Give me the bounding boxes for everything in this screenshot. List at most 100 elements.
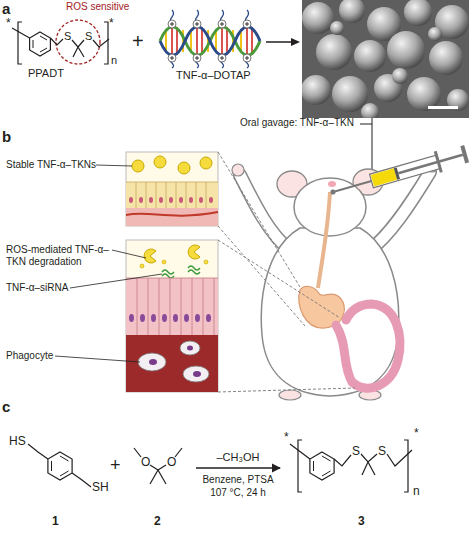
panel-letter: c	[2, 398, 10, 416]
colon	[336, 304, 400, 388]
atom-label: S	[352, 444, 360, 458]
callout-text: Stable TNF-α–TKNs	[6, 159, 96, 171]
colon-inset	[126, 240, 218, 392]
mouse-foot	[279, 390, 301, 400]
nanoparticle	[200, 157, 212, 169]
esophagus	[318, 192, 330, 288]
benzene-ring	[48, 452, 72, 480]
mouse-paw	[232, 164, 244, 176]
compound-number: 2	[154, 514, 161, 528]
dna-strand	[160, 27, 260, 56]
mouse-body	[261, 228, 398, 396]
compound-number: 3	[358, 514, 365, 528]
nanoparticle	[132, 160, 144, 172]
plunger-end	[460, 145, 469, 163]
plus-sign: +	[110, 455, 121, 477]
degraded-particle	[144, 245, 200, 263]
sirna	[162, 266, 200, 278]
annotation-text: ROS sensitive	[66, 1, 129, 13]
nanoparticle	[302, 2, 334, 34]
bond-lines	[134, 448, 182, 484]
nanoparticle	[407, 77, 441, 111]
atom-label: n	[111, 54, 117, 67]
plus-charge	[170, 22, 249, 60]
atom-label: *	[6, 16, 11, 30]
reaction-condition: 107 °C, 24 h	[188, 487, 288, 499]
sem-background	[302, 0, 469, 118]
ros-sensitive-circle	[56, 20, 100, 64]
nanoparticle	[361, 103, 379, 118]
lamina-propria	[126, 208, 218, 226]
cell-borders	[126, 182, 218, 208]
benzene-ring	[30, 32, 51, 56]
compound-name: PPADT	[28, 67, 64, 80]
bond-lines	[28, 444, 91, 487]
ring-double-bonds	[314, 456, 331, 476]
nanoparticle	[178, 162, 190, 174]
atom-label: S	[64, 30, 71, 43]
cell-nuclei	[129, 197, 213, 203]
bond-lines	[12, 28, 109, 57]
nanoparticle	[404, 0, 432, 26]
colon-epithelium	[126, 278, 218, 335]
atom-label: O	[141, 455, 150, 469]
blood-vessel	[126, 212, 218, 216]
cationic-head	[168, 20, 251, 62]
needle-ball	[330, 189, 336, 195]
intestine-inset	[126, 152, 218, 226]
panel-letter: b	[2, 128, 11, 146]
atom-label: S	[378, 444, 386, 458]
epithelium	[126, 182, 218, 208]
nanoparticle	[387, 31, 425, 69]
sem-image	[302, 0, 469, 118]
bond-lines	[290, 444, 412, 475]
panel-letter: a	[2, 0, 10, 18]
polymer-bracket	[298, 440, 408, 492]
cell-borders	[126, 278, 218, 335]
benzene-ring	[310, 452, 334, 480]
atom-label: *	[414, 426, 419, 440]
atom-label: *	[109, 16, 114, 30]
zoom-line	[218, 152, 355, 392]
atom-label: O	[167, 455, 176, 469]
nanoparticle	[429, 41, 463, 75]
ring-double-bonds	[33, 36, 47, 52]
syringe	[328, 143, 469, 203]
nanoparticle	[392, 68, 408, 84]
atom-label: n	[413, 484, 420, 498]
compound-number: 1	[52, 514, 59, 528]
gavage-needle	[333, 181, 371, 192]
ring-double-bonds	[52, 456, 69, 476]
nanoparticle	[339, 0, 365, 23]
callout-text: Oral gavage: TNF-α–TKN	[240, 117, 354, 129]
nanoparticle	[330, 21, 344, 35]
phagocyte-nucleus	[149, 346, 201, 378]
reaction-arrow	[196, 467, 280, 468]
particle-fragment	[140, 260, 208, 268]
callout-text: Phagocyte	[6, 350, 53, 362]
atom-label: S	[85, 30, 92, 43]
dna-strand	[160, 27, 260, 56]
compound-structure: HSSH1	[4, 420, 114, 532]
nanoparticle	[428, 27, 442, 41]
callout-text: TNF-α–siRNA	[6, 282, 68, 294]
barrel-flange	[434, 151, 443, 173]
process-arrow	[266, 41, 292, 43]
reaction-condition: Benzene, PTSA	[188, 474, 288, 486]
plus-sign: +	[132, 29, 144, 53]
mouse-nose	[328, 181, 336, 187]
plunger-rod	[398, 155, 462, 173]
atom-label: SH	[92, 480, 109, 494]
callout-text: ROS-mediated TNF-α– TKN degradation	[6, 244, 118, 268]
compound-structure: O O 2	[126, 420, 192, 532]
edge-label: –CH₃OH	[188, 451, 288, 464]
nanoparticle	[302, 75, 331, 105]
cell-nuclei	[129, 314, 211, 322]
syringe-fluid	[371, 168, 397, 186]
arrow-head	[291, 38, 300, 46]
compound-name: TNF-α–DOTAP	[176, 69, 251, 82]
submucosa	[126, 335, 218, 392]
scale-bar	[428, 106, 458, 109]
compound-structure: *SS*n3	[282, 420, 467, 532]
